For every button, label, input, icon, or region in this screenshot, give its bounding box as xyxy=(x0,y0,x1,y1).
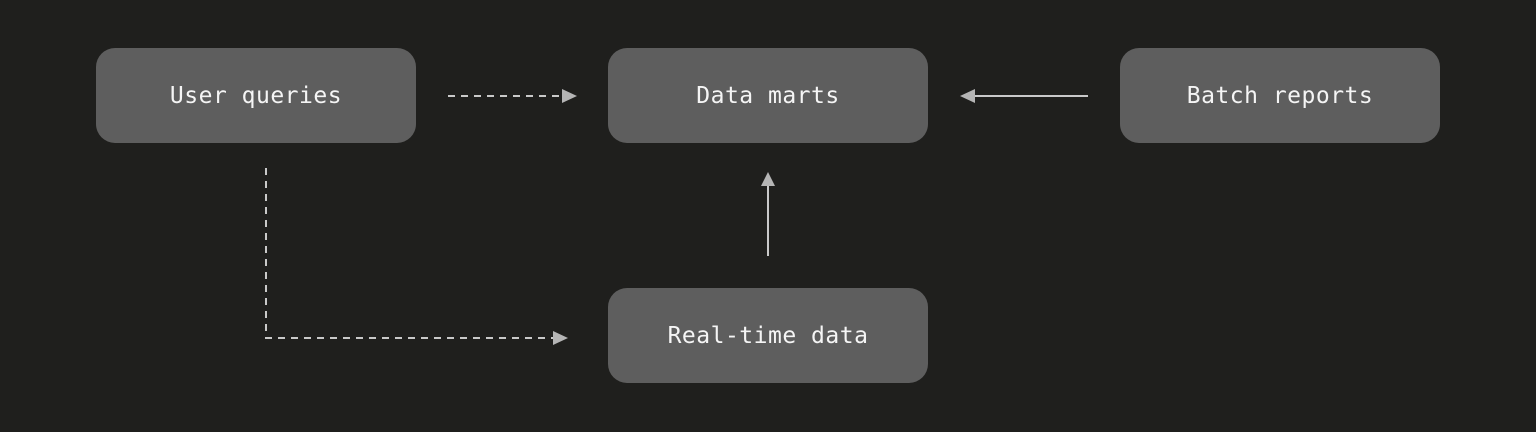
node-user-queries: User queries xyxy=(96,48,416,143)
node-label: Batch reports xyxy=(1186,82,1374,109)
edge-real-time-data-to-data-marts xyxy=(761,172,775,256)
arrowhead-right-icon xyxy=(553,331,568,345)
edge-user-queries-to-data-marts xyxy=(448,89,577,103)
arrowhead-right-icon xyxy=(562,89,577,103)
edge-batch-reports-to-data-marts xyxy=(960,89,1088,103)
node-data-marts: Data marts xyxy=(608,48,928,143)
node-real-time-data: Real-time data xyxy=(608,288,928,383)
node-label: Data marts xyxy=(696,82,840,109)
arrowhead-up-icon xyxy=(761,172,775,186)
arrowhead-left-icon xyxy=(960,89,975,103)
node-label: Real-time data xyxy=(667,322,869,349)
node-batch-reports: Batch reports xyxy=(1120,48,1440,143)
edge-user-queries-to-real-time-data xyxy=(265,168,568,345)
node-label: User queries xyxy=(169,82,343,109)
